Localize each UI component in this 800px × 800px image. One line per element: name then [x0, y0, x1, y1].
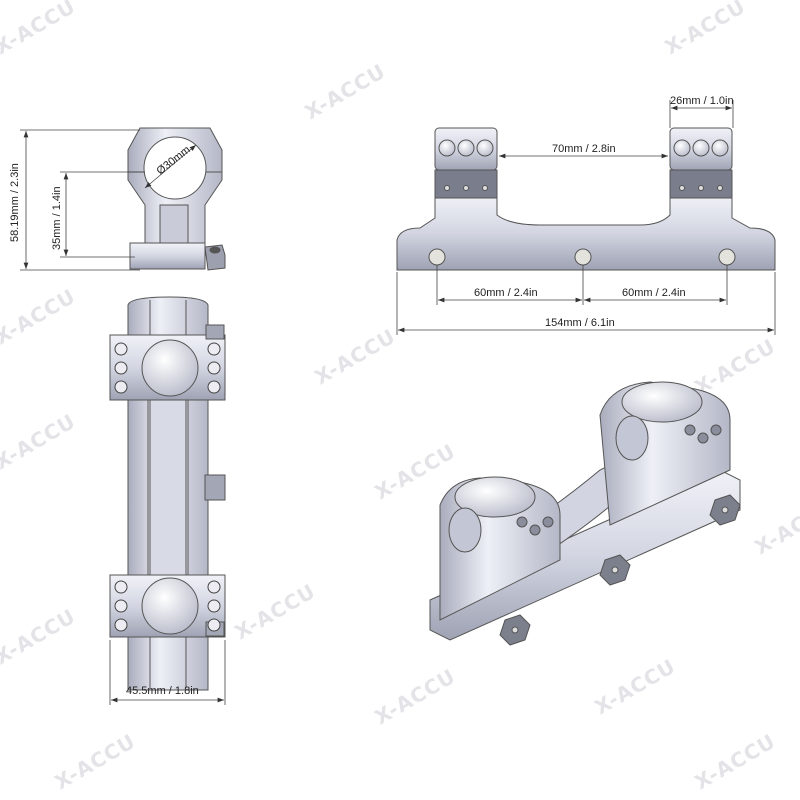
watermark: X-ACCU	[751, 494, 800, 559]
width-label: 45.5mm / 1.8in	[126, 685, 199, 697]
watermark: X-ACCU	[0, 284, 80, 349]
watermark: X-ACCU	[371, 664, 460, 729]
side-dimensions	[396, 100, 776, 335]
watermark: X-ACCU	[0, 604, 80, 669]
center-height-label: 35mm / 1.4in	[51, 186, 63, 250]
isometric-view	[429, 381, 741, 646]
watermark: X-ACCU	[661, 0, 750, 59]
bolt-spacing-left-label: 60mm / 2.4in	[474, 287, 538, 299]
watermark: X-ACCU	[231, 579, 320, 644]
top-dimensions	[109, 640, 226, 705]
front-dimensions	[20, 129, 197, 271]
watermark: X-ACCU	[311, 324, 400, 389]
total-height-label: 58.19mm / 2.3in	[9, 163, 21, 242]
side-view	[396, 127, 776, 271]
bolt-spacing-right-label: 60mm / 2.4in	[622, 287, 686, 299]
watermark: X-ACCU	[0, 0, 80, 59]
ring-spacing-label: 70mm / 2.8in	[552, 143, 616, 155]
watermark: X-ACCU	[301, 59, 390, 124]
watermark: X-ACCU	[691, 334, 780, 399]
top-view	[109, 296, 226, 691]
front-view	[127, 127, 226, 271]
total-length-label: 154mm / 6.1in	[545, 317, 615, 329]
watermark: X-ACCU	[691, 729, 780, 794]
watermark: X-ACCU	[51, 729, 140, 794]
watermark: X-ACCU	[591, 654, 680, 719]
ring-width-label: 26mm / 1.0in	[670, 95, 734, 107]
watermark: X-ACCU	[0, 409, 80, 474]
